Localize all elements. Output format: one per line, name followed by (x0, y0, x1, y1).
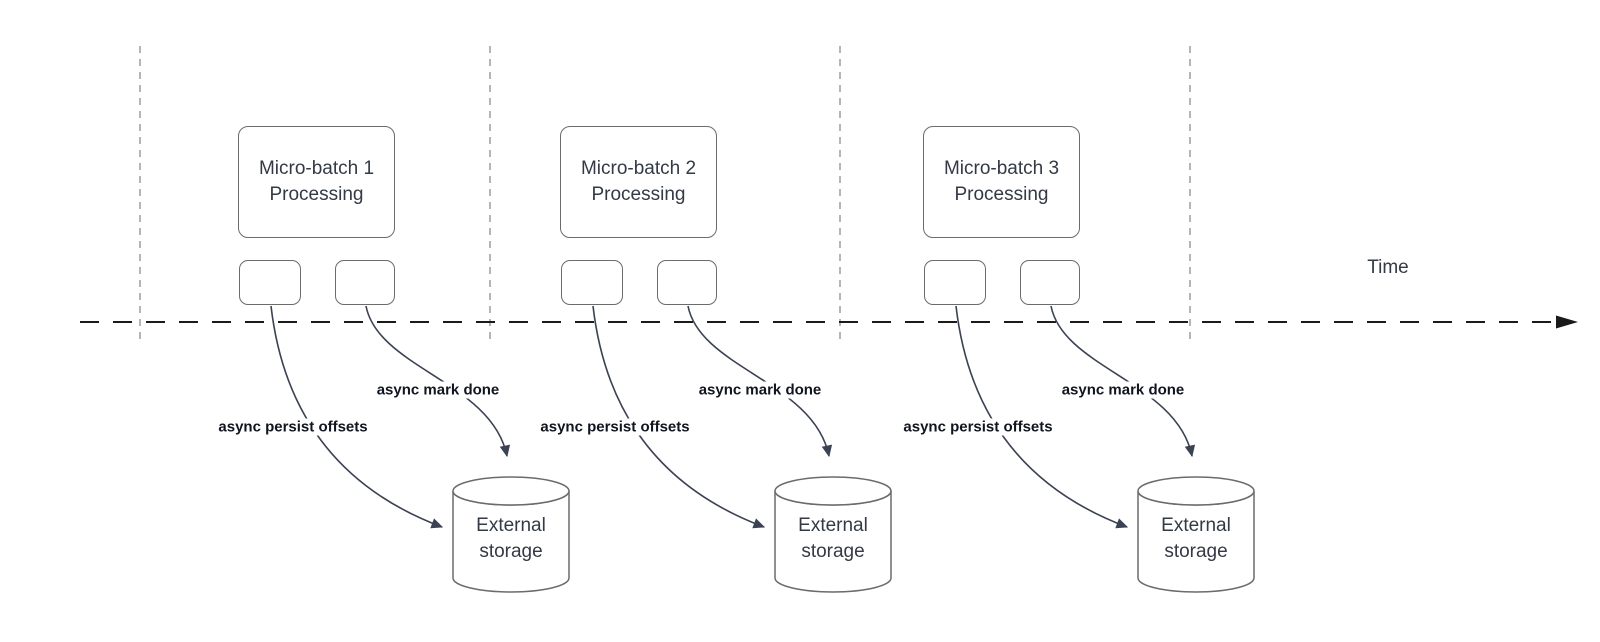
async-persist-offsets-label: async persist offsets (900, 418, 1056, 436)
mark-done-source-box (1020, 260, 1080, 305)
persist-source-box (924, 260, 986, 305)
async-mark-done-label: async mark done (373, 381, 503, 399)
async-persist-offsets-arrow (592, 305, 766, 529)
micro-batch-box-label: Micro-batch 1 Processing (258, 158, 375, 205)
mark-done-source-box (335, 260, 395, 305)
external-storage-label: External storage (798, 515, 868, 562)
set1-graphics (270, 305, 570, 593)
async-mark-done-arrow (687, 305, 833, 458)
external-storage-cylinder (774, 476, 892, 593)
external-storage-cylinder (452, 476, 570, 593)
set2-graphics (592, 305, 892, 593)
async-mark-done-label: async mark done (695, 381, 825, 399)
async-persist-offsets-label: async persist offsets (215, 418, 371, 436)
set3-graphics (955, 305, 1255, 593)
async-persist-offsets-arrow (270, 305, 444, 529)
async-persist-offsets-label: async persist offsets (537, 418, 693, 436)
micro-batch-box-label: Micro-batch 2 Processing (580, 158, 697, 205)
micro-batch-box: Micro-batch 2 Processing (560, 126, 717, 238)
mark-done-source-box (657, 260, 717, 305)
micro-batch-box-label: Micro-batch 3 Processing (943, 158, 1060, 205)
micro-batch-box: Micro-batch 1 Processing (238, 126, 395, 238)
micro-batch-box: Micro-batch 3 Processing (923, 126, 1080, 238)
external-storage-cylinder (1137, 476, 1255, 593)
async-mark-done-label: async mark done (1058, 381, 1188, 399)
async-mark-done-arrow (365, 305, 511, 458)
async-persist-offsets-arrow (955, 305, 1129, 529)
external-storage-label: External storage (476, 515, 546, 562)
async-mark-done-arrow (1050, 305, 1196, 458)
persist-source-box (239, 260, 301, 305)
external-storage-label: External storage (1161, 515, 1231, 562)
time-axis-label: Time (1367, 257, 1409, 278)
persist-source-box (561, 260, 623, 305)
time-axis-arrow-icon (1556, 315, 1578, 329)
